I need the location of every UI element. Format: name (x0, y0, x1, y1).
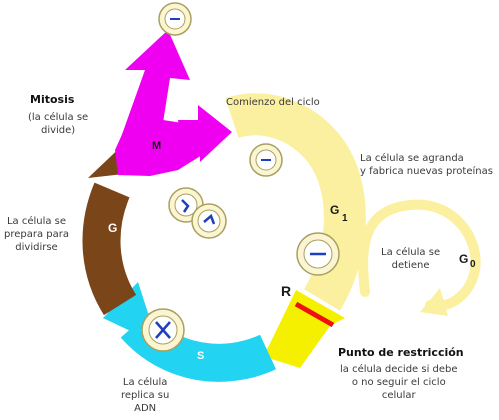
g2-description: La célula se prepara para dividirse (4, 216, 69, 253)
phase-g0-label: G (459, 252, 468, 266)
g0-loop-arrowhead (420, 288, 448, 316)
cell-dividing-lower (191, 203, 227, 239)
phase-g1-label: G (330, 203, 339, 217)
phase-g0-sub: 0 (470, 259, 476, 270)
restriction-point-title: Punto de restricción (338, 346, 464, 359)
g0-description: La célula se detiene (381, 247, 441, 271)
phase-g1-main: G (330, 203, 340, 217)
mitosis-description: (la célula se divide) (28, 112, 89, 136)
restriction-line (294, 301, 335, 328)
mitosis-title: Mitosis (30, 93, 75, 106)
g0-loop (358, 199, 481, 311)
m-phase-arrow-up (120, 30, 190, 142)
g1-arc (225, 93, 366, 311)
phase-m-label: M (152, 140, 162, 152)
g1-description: La célula se agranda y fabrica nuevas pr… (360, 153, 493, 177)
cell-g1-start (249, 143, 283, 177)
cell-top (158, 2, 192, 36)
restriction-point-description: la célula decide si debe o no seguir el … (340, 364, 458, 401)
cell-g1-large (296, 232, 340, 276)
phase-g2-main: G (108, 221, 118, 235)
phase-g2-label: G (108, 221, 117, 235)
phase-g1-sub: 1 (342, 213, 348, 224)
cycle-start-label: Comienzo del ciclo (226, 97, 320, 108)
restriction-r-label: R (281, 283, 292, 299)
g2-phase-arc (82, 182, 137, 316)
m-phase-arrow-right (178, 105, 232, 162)
s-description: La célula replica su ADN (121, 377, 170, 414)
restriction-block (262, 306, 330, 368)
phase-s-label: S (197, 350, 205, 362)
phase-g2-sub: 2 (124, 232, 131, 244)
phase-g0-main: G (459, 252, 469, 266)
cell-s-phase (141, 308, 185, 352)
